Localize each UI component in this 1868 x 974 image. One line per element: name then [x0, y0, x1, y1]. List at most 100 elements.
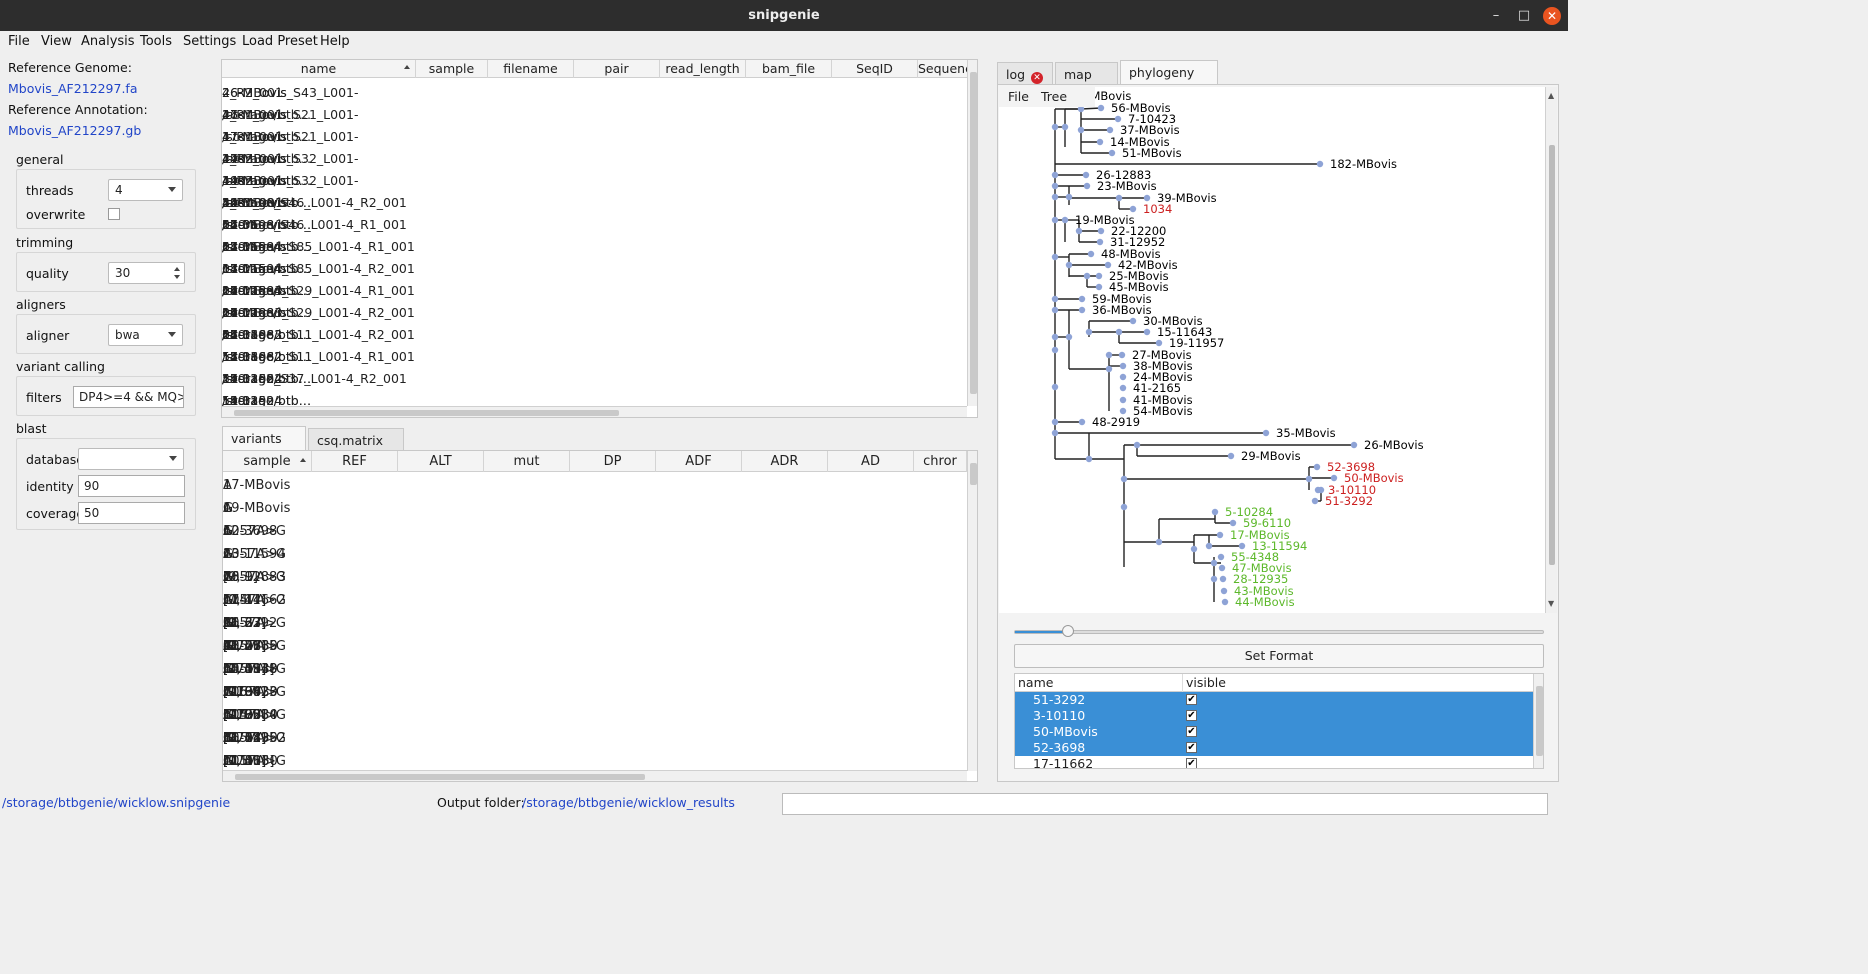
project-path-link[interactable]: /storage/btbgenie/wicklow.snipgenie: [2, 795, 231, 810]
tree-leaf-node[interactable]: [1218, 564, 1226, 572]
ref-annot-link[interactable]: Mbovis_AF212297.gb: [8, 123, 142, 138]
variants-col-header[interactable]: chror: [914, 451, 967, 472]
tree-leaf-node[interactable]: [1311, 497, 1319, 505]
tree-leaf-label[interactable]: 28-12935: [1233, 572, 1288, 586]
tree-leaf-node[interactable]: [1314, 486, 1322, 494]
tree-internal-node[interactable]: [1305, 475, 1313, 483]
tree-leaf-node[interactable]: [1129, 205, 1137, 213]
tab-log[interactable]: log✕: [997, 62, 1053, 84]
tree-leaf-label[interactable]: 182-MBovis: [1330, 157, 1397, 171]
maximize-icon[interactable]: □: [1517, 8, 1531, 23]
tree-leaf-node[interactable]: [1096, 238, 1104, 246]
threads-select[interactable]: 4: [108, 179, 183, 201]
samples-col-header[interactable]: name: [222, 60, 416, 78]
tree-internal-node[interactable]: [1065, 333, 1073, 341]
tree-leaf-node[interactable]: [1143, 328, 1151, 336]
close-window-icon[interactable]: ✕: [1543, 7, 1561, 25]
tree-internal-node[interactable]: [1077, 105, 1085, 113]
tree-internal-node[interactable]: [1083, 272, 1091, 280]
tree-leaf-label[interactable]: 54-MBovis: [1133, 404, 1193, 418]
tree-leaf-label[interactable]: 42-MBovis: [1118, 258, 1178, 272]
tree-leaf-node[interactable]: [1083, 182, 1091, 190]
tree-leaf-label[interactable]: 14-MBovis: [1110, 135, 1170, 149]
samples-col-header[interactable]: SeqID: [832, 60, 918, 78]
tree-leaf-label[interactable]: 45-MBovis: [1109, 280, 1169, 294]
minimize-icon[interactable]: –: [1492, 8, 1500, 23]
format-row[interactable]: 52-3698✔: [1015, 740, 1533, 756]
tree-leaf-label[interactable]: 36-MBovis: [1092, 303, 1152, 317]
tree-leaf-node[interactable]: [1330, 474, 1338, 482]
tree-leaf-node[interactable]: [1114, 115, 1122, 123]
tree-leaf-label[interactable]: 59-6110: [1243, 516, 1291, 530]
tree-leaf-node[interactable]: [1221, 598, 1229, 606]
tree-leaf-node[interactable]: [1217, 553, 1225, 561]
ref-genome-link[interactable]: Mbovis_AF212297.fa: [8, 81, 138, 96]
tree-leaf-node[interactable]: [1119, 362, 1127, 370]
tree-internal-node[interactable]: [1051, 171, 1059, 179]
tree-leaf-node[interactable]: [1119, 384, 1127, 392]
tree-leaf-label[interactable]: 48-MBovis: [1101, 247, 1161, 261]
tree-internal-node[interactable]: [1051, 123, 1059, 131]
tree-leaf-node[interactable]: [1118, 351, 1126, 359]
tree-leaf-label[interactable]: 26-MBovis: [1364, 438, 1424, 452]
variants-horizontal-scrollbar[interactable]: [223, 770, 967, 781]
menu-tools[interactable]: Tools: [140, 34, 173, 49]
tree-internal-node[interactable]: [1105, 365, 1113, 373]
tree-leaf-label[interactable]: 26-12883: [1096, 168, 1151, 182]
tree-leaf-label[interactable]: 55-4348: [1231, 550, 1279, 564]
tree-leaf-node[interactable]: [1219, 575, 1227, 583]
variants-col-header[interactable]: ADR: [742, 451, 828, 472]
samples-col-header[interactable]: filename: [488, 60, 574, 78]
overwrite-checkbox[interactable]: [108, 208, 120, 220]
menu-file[interactable]: File: [8, 34, 30, 49]
tree-leaf-label[interactable]: 15-11643: [1157, 325, 1212, 339]
spin-down-icon[interactable]: [174, 275, 180, 279]
tree-leaf-node[interactable]: [1229, 519, 1237, 527]
spin-up-icon[interactable]: [174, 267, 180, 271]
tree-leaf-label[interactable]: 7-10423: [1128, 112, 1176, 126]
variants-col-header[interactable]: REF: [312, 451, 398, 472]
tree-leaf-node[interactable]: [1119, 396, 1127, 404]
tree-leaf-node[interactable]: [1106, 126, 1114, 134]
tree-internal-node[interactable]: [1115, 194, 1123, 202]
tree-internal-node[interactable]: [1051, 193, 1059, 201]
zoom-slider-handle[interactable]: [1062, 625, 1074, 637]
tree-leaf-label[interactable]: 19-11957: [1169, 336, 1224, 350]
tree-leaf-node[interactable]: [1211, 508, 1219, 516]
tab-variants[interactable]: variants✕: [222, 426, 306, 463]
format-row[interactable]: 3-10110✔: [1015, 708, 1533, 724]
tree-leaf-node[interactable]: [1155, 339, 1163, 347]
tree-internal-node[interactable]: [1190, 545, 1198, 553]
visible-checkbox[interactable]: ✔: [1186, 710, 1197, 721]
tree-leaf-node[interactable]: [1078, 295, 1086, 303]
samples-col-header[interactable]: Sequenci: [918, 60, 968, 78]
tree-leaf-label[interactable]: 22-12200: [1111, 224, 1166, 238]
tree-internal-node[interactable]: [1077, 126, 1085, 134]
tab-map[interactable]: map✕: [1055, 62, 1118, 99]
tree-internal-node[interactable]: [1205, 542, 1213, 550]
tree-leaf-label[interactable]: 19-MBovis: [1075, 213, 1135, 227]
tree-leaf-label[interactable]: 3-10110: [1328, 483, 1376, 497]
tree-leaf-label[interactable]: 51-3292: [1325, 494, 1373, 508]
tree-leaf-label[interactable]: 38-MBovis: [1133, 359, 1193, 373]
tree-leaf-node[interactable]: [1316, 160, 1324, 168]
set-format-button[interactable]: Set Format: [1014, 644, 1544, 668]
tree-leaf-label[interactable]: 51-MBovis: [1122, 146, 1182, 160]
tree-leaf-node[interactable]: [1108, 149, 1116, 157]
tree-leaf-node[interactable]: [1119, 373, 1127, 381]
tree-leaf-label[interactable]: 35-MBovis: [1276, 426, 1336, 440]
menu-settings[interactable]: Settings: [183, 34, 237, 49]
scroll-thumb[interactable]: [970, 72, 977, 394]
tree-leaf-node[interactable]: [1061, 216, 1069, 224]
